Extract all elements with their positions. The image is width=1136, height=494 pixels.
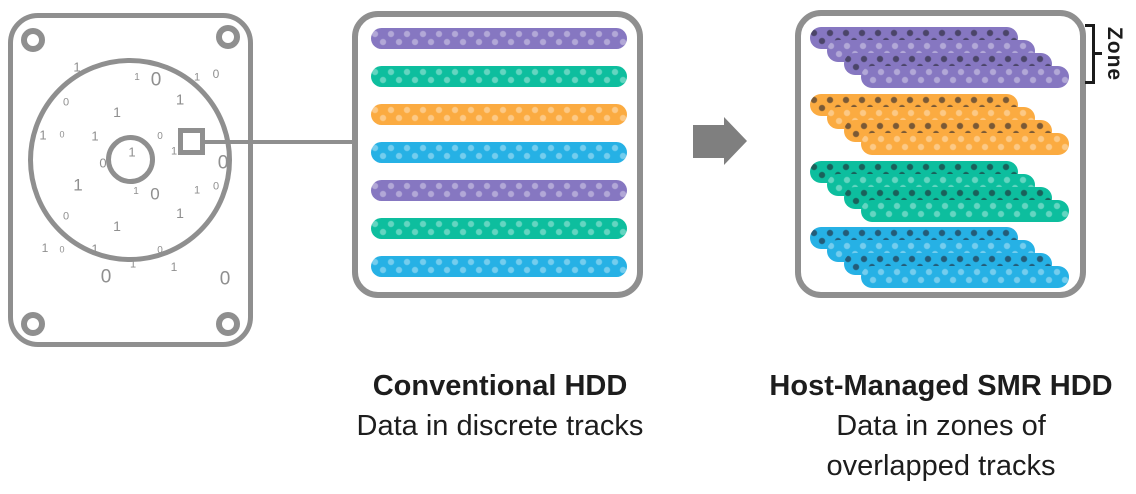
binary-digit: 1 [133,186,139,197]
smr-panel [795,10,1086,298]
binary-digit: 0 [59,244,65,255]
binary-digit: 1 [73,59,81,75]
conventional-track-orange [371,104,627,125]
conventional-track-teal [371,218,627,239]
binary-digit: 1 [134,72,140,83]
conventional-tracks [358,17,637,292]
conventional-track-teal [371,66,627,87]
binary-digit: 0 [150,69,162,91]
conventional-title: Conventional HDD [372,370,628,402]
binary-digit: 0 [99,155,107,171]
caption-conventional: Conventional HDD Data in discrete tracks [322,366,678,446]
binary-digit: 0 [212,180,220,193]
platter-circle [28,58,232,262]
conventional-track-blue [371,142,627,163]
binary-digit: 0 [217,152,229,174]
caption-smr: Host-Managed SMR HDD Data in zones of ov… [751,366,1131,486]
binary-digit: 0 [157,131,163,142]
smr-title: Host-Managed SMR HDD [769,370,1113,402]
binary-digit: 0 [219,268,231,290]
binary-digit: 0 [62,210,70,223]
conventional-track-purple [371,180,627,201]
binary-digit: 0 [62,96,70,109]
binary-digit: 1 [41,241,49,255]
conventional-subtitle: Data in discrete tracks [356,410,644,442]
smr-subtitle-line2: overlapped tracks [826,450,1056,482]
binary-digit: 1 [73,175,83,195]
zone-label: Zone [1103,26,1126,82]
zoom-callout-line [204,140,354,144]
zoom-callout-square [178,128,205,155]
screw-hole-bottom-right [216,312,240,336]
binary-digit: 0 [59,129,65,140]
binary-digit: 1 [175,91,185,109]
binary-digit: 0 [212,67,220,81]
binary-digit: 1 [193,184,201,197]
screw-hole-top-right [216,25,240,49]
spindle-circle [106,135,155,184]
smr-zones [801,16,1080,292]
smr-zone-4-track-4 [861,266,1069,288]
binary-digit: 1 [170,145,178,158]
smr-subtitle-line1: Data in zones of [836,410,1046,442]
binary-digit: 0 [100,266,112,288]
binary-digit: 1 [176,205,184,221]
binary-digit: 1 [39,127,47,143]
binary-digit: 1 [193,71,201,84]
smr-zone-1-track-4 [861,66,1069,88]
binary-digit: 1 [113,104,121,120]
binary-digit: 0 [150,184,160,204]
binary-digit: 1 [129,258,137,271]
binary-digit: 0 [157,245,163,256]
smr-zone-2-track-4 [861,133,1069,155]
binary-digit: 1 [91,128,99,144]
conventional-panel [352,11,643,298]
screw-hole-bottom-left [21,312,45,336]
conventional-track-purple [371,28,627,49]
binary-digit: 1 [113,218,121,234]
binary-digit: 1 [91,241,99,257]
smr-zone-3-track-4 [861,200,1069,222]
binary-digit: 1 [128,144,136,160]
binary-digit: 1 [170,260,178,274]
screw-hole-top-left [21,28,45,52]
conventional-track-blue [371,256,627,277]
hdd-case [8,13,253,347]
